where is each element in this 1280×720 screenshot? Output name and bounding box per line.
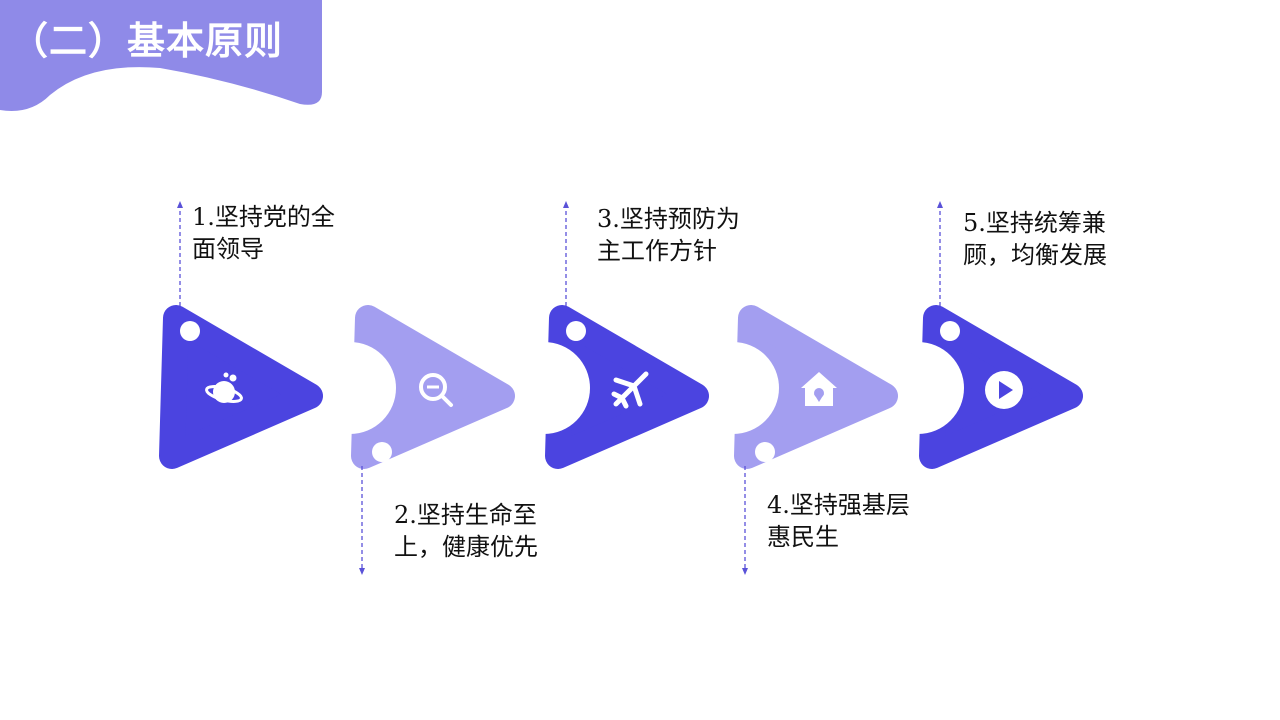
arrow-down-icon	[742, 466, 748, 575]
step-2-label: 2.坚持生命至上，健康优先	[394, 501, 538, 561]
page-title: （二）基本原则	[10, 19, 284, 63]
header-banner	[0, 0, 322, 111]
arrow-up-icon	[937, 201, 943, 306]
hole-dot	[755, 442, 775, 462]
arrow-down-icon	[359, 466, 365, 575]
hole-dot	[180, 321, 200, 341]
home-location-icon	[801, 372, 837, 406]
step-1-shape	[159, 305, 323, 469]
hole-dot	[372, 442, 392, 462]
airplane-icon	[611, 371, 649, 409]
step-3-shape	[545, 305, 709, 469]
step-1-label: 1.坚持党的全面领导	[192, 203, 335, 263]
play-icon	[985, 371, 1023, 409]
step-4-label: 4.坚持强基层惠民生	[767, 491, 910, 551]
hole-dot	[566, 321, 586, 341]
hole-dot	[940, 321, 960, 341]
step-3-label: 3.坚持预防为主工作方针	[597, 205, 740, 265]
step-5-label: 5.坚持统筹兼顾，均衡发展	[963, 209, 1107, 269]
zoom-out-icon	[419, 373, 453, 407]
planet-icon	[205, 372, 243, 403]
arrow-up-icon	[563, 201, 569, 306]
arrow-up-icon	[177, 201, 183, 306]
